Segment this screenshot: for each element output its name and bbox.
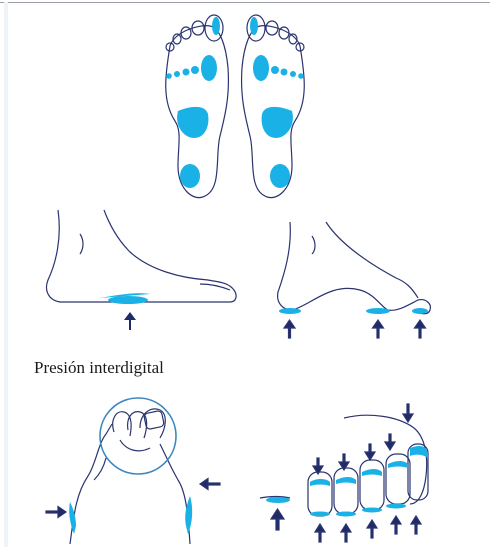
section-caption: Presión interdigital <box>34 358 164 378</box>
top-rule <box>0 2 490 3</box>
foot-side-arch-icon <box>270 220 440 345</box>
left-border-strip <box>4 2 8 547</box>
toe-circle-icon <box>40 384 225 544</box>
toes-pressure-icon <box>258 398 438 547</box>
foot-soles-icon <box>150 6 320 206</box>
foot-side-flat-icon <box>40 208 240 343</box>
